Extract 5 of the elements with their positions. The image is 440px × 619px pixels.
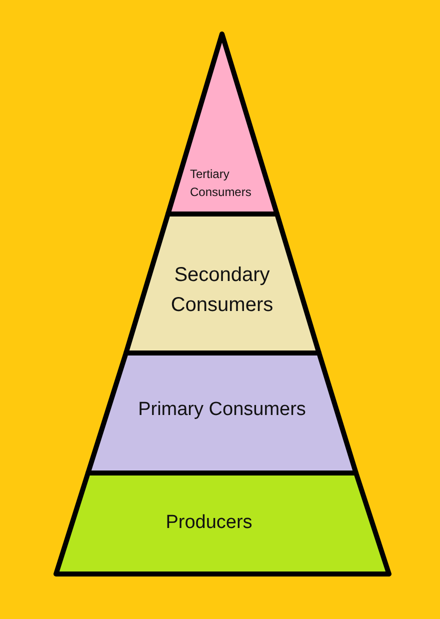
tier-label: Producers	[166, 510, 252, 535]
tier-label: Primary Consumers	[138, 398, 306, 422]
tier-label: Secondary Consumers	[170, 263, 274, 318]
tier-label: Tertiary Consumers	[190, 166, 252, 201]
pyramid-tier	[53, 470, 392, 577]
